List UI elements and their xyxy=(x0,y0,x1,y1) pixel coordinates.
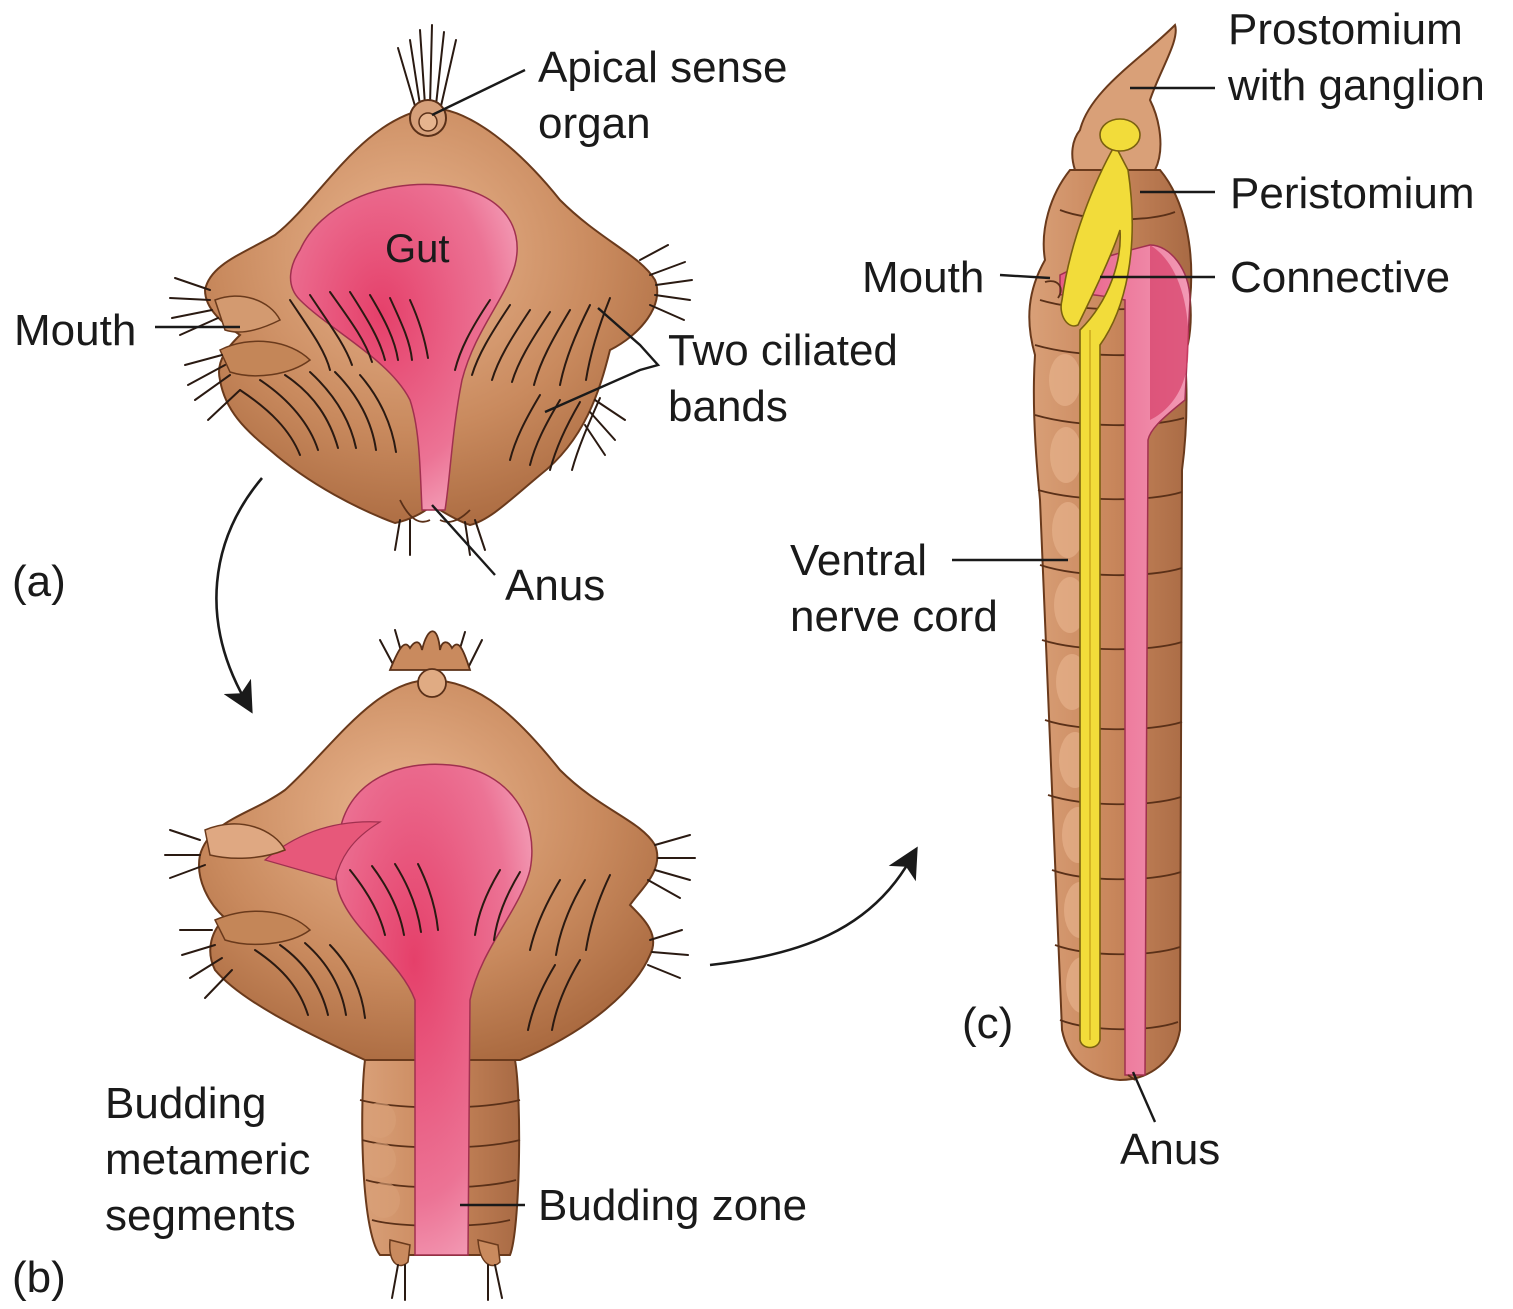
mouth-a-label: Mouth xyxy=(14,306,136,355)
anus-c-leader xyxy=(1133,1072,1155,1122)
prostomium-label: Prostomium with ganglion xyxy=(1227,5,1485,110)
adult-worm xyxy=(1029,25,1191,1080)
panel-c-label: (c) xyxy=(962,999,1013,1048)
apical-tuft xyxy=(398,25,456,106)
cerebral-ganglion xyxy=(1100,119,1140,151)
mouth-c-label: Mouth xyxy=(862,253,984,302)
panel-a-label: (a) xyxy=(12,557,66,606)
ventral-nerve-cord-label: Ventral nerve cord xyxy=(790,536,998,641)
apical-sense-organ-leader xyxy=(432,70,525,115)
anus-a-label: Anus xyxy=(505,561,605,610)
connective-label: Connective xyxy=(1230,253,1450,302)
apical-sense-organ-label: Apical sense organ xyxy=(538,43,800,148)
peristomium-label: Peristomium xyxy=(1230,169,1475,218)
gut-label: Gut xyxy=(385,227,449,271)
development-arrow-b-to-c xyxy=(710,860,910,965)
budding-metameric-segments-label: Budding metameric segments xyxy=(105,1079,323,1240)
development-arrow-a-to-b xyxy=(216,478,262,700)
budding-zone-label: Budding zone xyxy=(538,1181,807,1230)
anus-c-label: Anus xyxy=(1120,1125,1220,1174)
panel-b-label: (b) xyxy=(12,1253,66,1302)
two-ciliated-bands-label: Two ciliated bands xyxy=(668,326,910,431)
apical-organ-b xyxy=(418,669,446,697)
